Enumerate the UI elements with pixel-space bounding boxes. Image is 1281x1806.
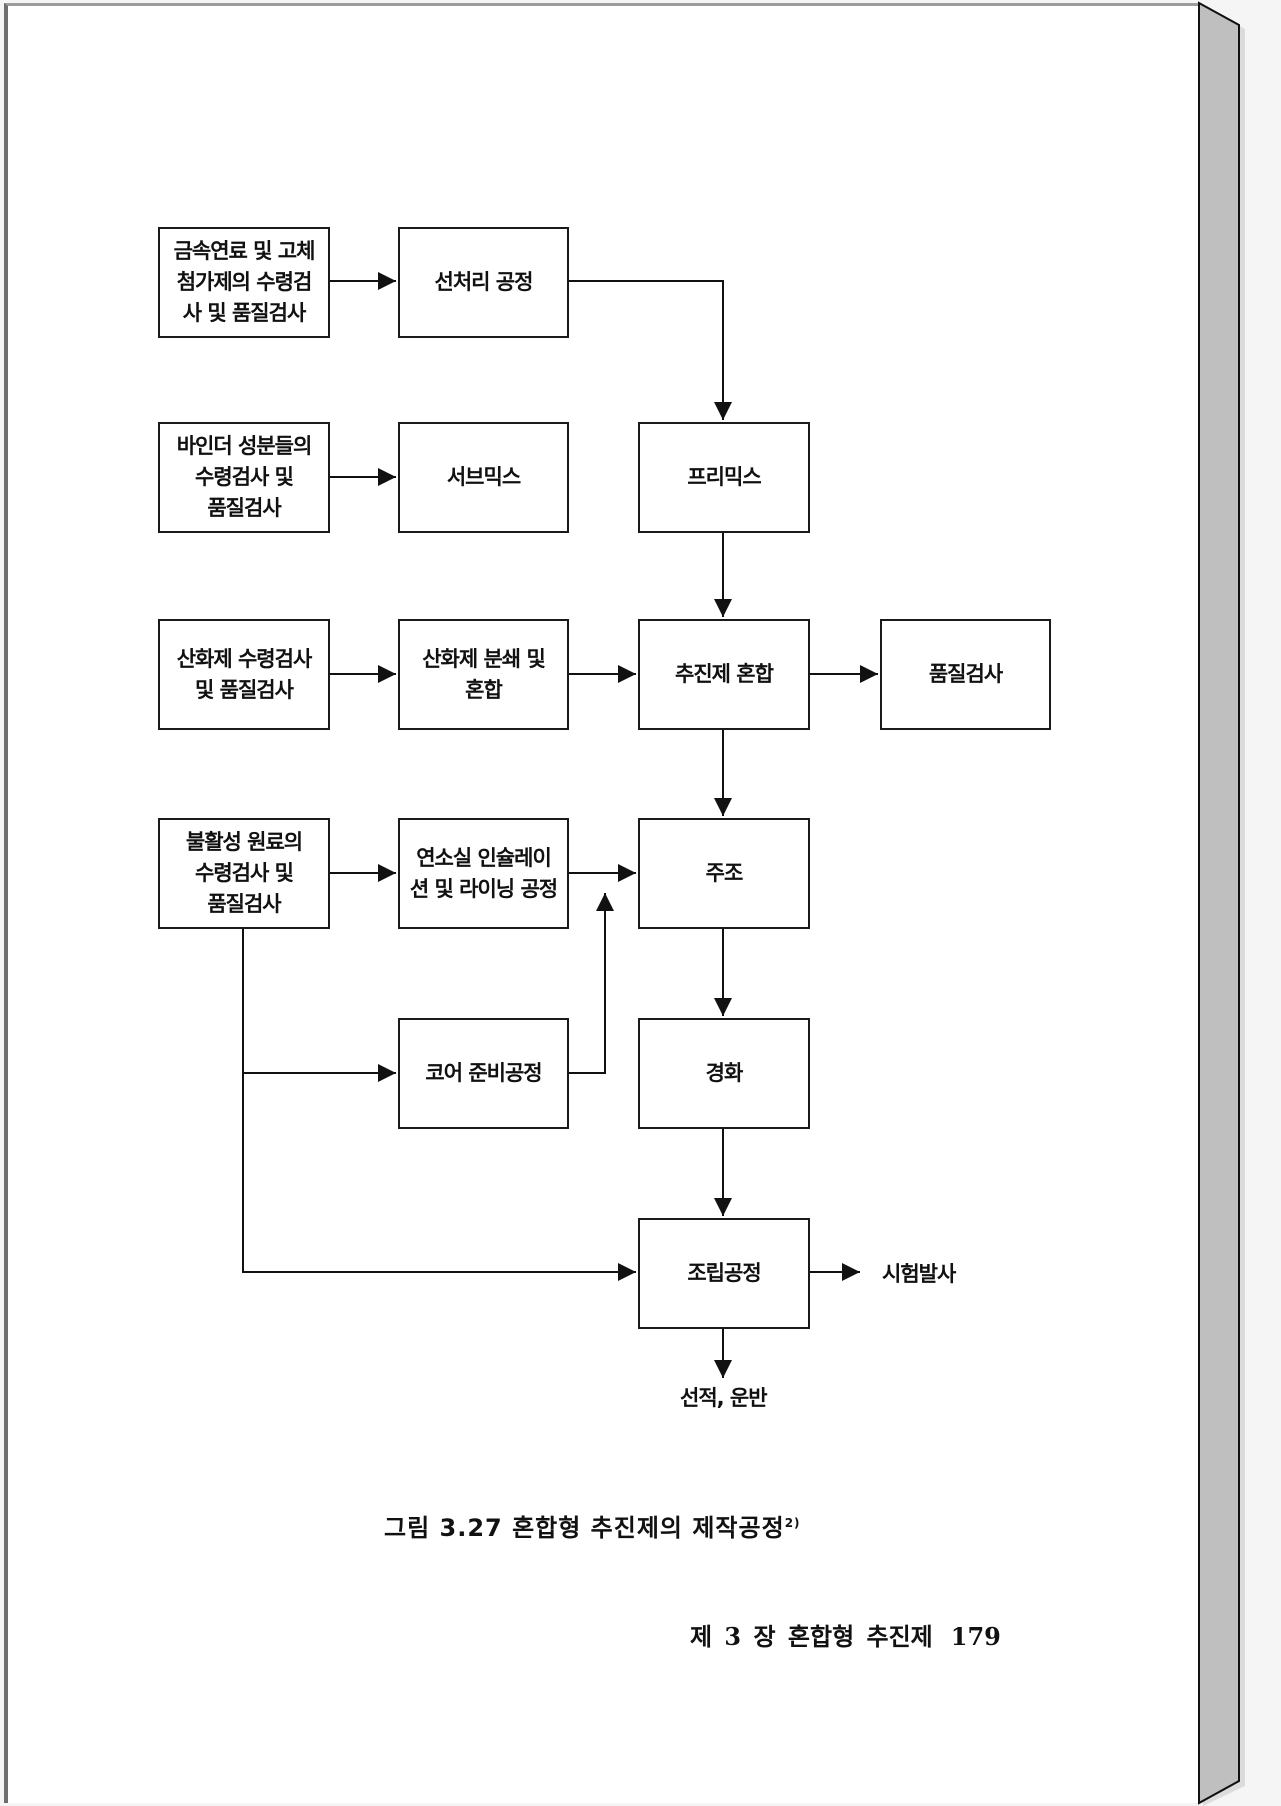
node-submix: 서브믹스: [398, 422, 569, 533]
node-oxidizer-grind: 산화제 분쇄 및 혼합: [398, 619, 569, 730]
node-metal-fuel-check: 금속연료 및 고체 첨가제의 수령검 사 및 품질검사: [158, 227, 330, 338]
figure-caption: 그림 3.27 혼합형 추진제의 제작공정2): [384, 1508, 801, 1543]
page-footer: 제 3 장 혼합형 추진제 179: [690, 1617, 1001, 1652]
node-pretreatment: 선처리 공정: [398, 227, 569, 338]
terminal-test-fire: 시험발사: [882, 1262, 956, 1286]
node-curing: 경화: [638, 1018, 810, 1129]
node-assembly: 조립공정: [638, 1218, 810, 1329]
node-oxidizer-check: 산화제 수령검사 및 품질검사: [158, 619, 330, 730]
node-binder-check: 바인더 성분들의 수령검사 및 품질검사: [158, 422, 330, 533]
node-propellant-mix: 추진제 혼합: [638, 619, 810, 730]
edge-pretreatment-to-premix: [568, 280, 732, 420]
node-inert-check: 불활성 원료의 수령검사 및 품질검사: [158, 818, 330, 929]
node-casting: 주조: [638, 818, 810, 929]
chapter-title: 제 3 장 혼합형 추진제: [690, 1622, 933, 1651]
edge-core-to-casting: [568, 893, 614, 1074]
node-insulation-lining: 연소실 인슐레이 션 및 라이닝 공정: [398, 818, 569, 929]
node-quality-check: 품질검사: [880, 619, 1051, 730]
edge-inert-to-core: [242, 929, 396, 1082]
edge-inert-to-assembly: [242, 1073, 636, 1281]
page-number: 179: [950, 1622, 1001, 1651]
terminal-shipping: 선적, 운반: [680, 1386, 768, 1410]
figure-caption-text: 그림 3.27 혼합형 추진제의 제작공정: [384, 1514, 785, 1542]
node-premix: 프리믹스: [638, 422, 810, 533]
caption-footnote-ref: 2): [784, 1516, 801, 1530]
node-core-prep: 코어 준비공정: [398, 1018, 569, 1129]
